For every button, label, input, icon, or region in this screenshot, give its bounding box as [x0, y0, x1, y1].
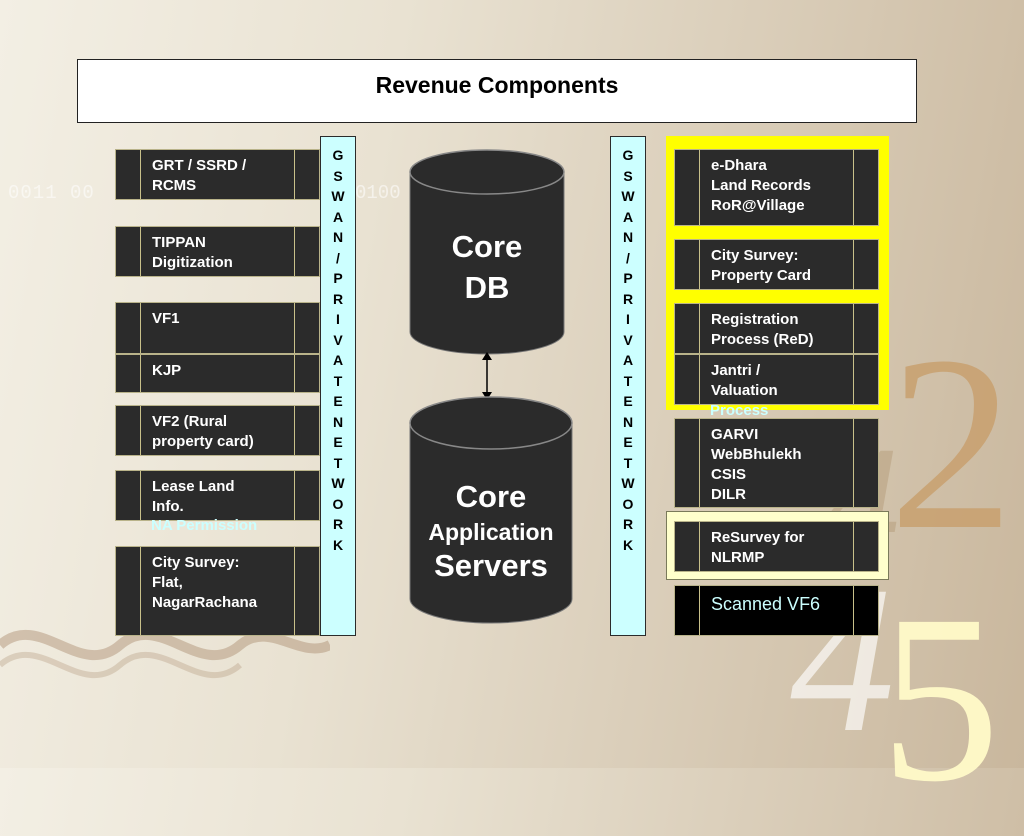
network-letter: K [622, 536, 634, 553]
background-numeral-2: 2 [889, 305, 1014, 582]
component-city-survey-property-card: City Survey: Property Card [674, 239, 879, 290]
network-letter: V [333, 331, 343, 348]
network-letter: P [333, 270, 343, 286]
component-label: VF1 [152, 310, 180, 327]
network-letter: G [332, 147, 344, 163]
core-db-label: Core DB [451, 229, 523, 305]
network-letter: G [622, 147, 634, 163]
network-letter: T [623, 372, 633, 389]
title-box: Revenue Components [77, 59, 917, 123]
component-e-dhara: e-Dhara Land Records RoR@Village [674, 149, 879, 226]
network-letter: W [331, 475, 345, 491]
component-resurvey-nlrmp: ReSurvey for NLRMP [674, 521, 879, 572]
component-vf1: VF1 [115, 302, 320, 354]
component-label: City Survey: Property Card [711, 247, 812, 284]
network-letter: N [332, 229, 344, 245]
network-letter: A [332, 208, 344, 225]
network-letter: E [333, 393, 343, 409]
component-lease-land-overflow-text: NA Permission [151, 517, 258, 534]
network-letter: T [623, 454, 633, 471]
diagram-title: Revenue Components [375, 71, 619, 98]
component-label: e-Dhara Land Records RoR@Village [711, 157, 812, 214]
network-letter: O [332, 495, 344, 512]
component-label: VF2 (Rural property card) [152, 413, 254, 450]
network-letter: R [332, 290, 344, 307]
network-letter: / [336, 249, 340, 266]
component-label: Jantri / Valuation [711, 362, 778, 399]
component-label: Scanned VF6 [711, 594, 821, 614]
network-letter: W [621, 475, 635, 491]
network-letter: P [623, 270, 633, 286]
network-letter: V [623, 331, 633, 348]
network-letter: / [626, 249, 630, 266]
network-letter: R [622, 290, 634, 307]
network-letter: I [626, 311, 630, 327]
network-letter: A [622, 208, 634, 225]
network-letter: E [333, 434, 343, 450]
db-app-connector-arrow [482, 352, 492, 400]
network-letter: W [331, 188, 345, 204]
network-letter: R [622, 516, 634, 532]
component-label: GARVI WebBhulekh CSIS DILR [711, 426, 802, 503]
network-letter: S [623, 167, 633, 184]
component-label: TIPPAN Digitization [152, 234, 233, 271]
network-letter: N [622, 229, 634, 245]
component-label: Registration Process (ReD) [711, 311, 814, 348]
network-letter: A [332, 352, 344, 368]
network-letter: A [622, 352, 634, 368]
component-jantri-valuation: Jantri / Valuation [674, 354, 879, 405]
background-binary-text-2: 0100 [355, 182, 401, 204]
component-lease-land: Lease Land Info. [115, 470, 320, 521]
network-letter: S [333, 167, 343, 184]
component-city-survey-flat: City Survey: Flat, NagarRachana [115, 546, 320, 636]
component-jantri-overflow-text: Process [710, 402, 769, 419]
network-letter: I [336, 311, 340, 327]
network-letter: W [621, 188, 635, 204]
component-label: ReSurvey for NLRMP [711, 529, 805, 566]
background-numeral-5: 5 [880, 565, 1000, 831]
component-scanned-vf6: Scanned VF6 [674, 585, 879, 636]
component-kjp: KJP [115, 354, 320, 393]
background-numeral-4: 4 [790, 544, 895, 776]
core-app-servers-label: Core Application Servers [428, 479, 554, 583]
component-label: GRT / SSRD / RCMS [152, 157, 247, 194]
network-letter: E [623, 393, 633, 409]
component-label: KJP [152, 362, 182, 379]
component-label: Lease Land Info. [152, 478, 235, 515]
network-letter: E [623, 434, 633, 450]
component-registration-process: Registration Process (ReD) [674, 303, 879, 354]
network-letter: T [333, 372, 343, 389]
component-garvi: GARVI WebBhulekh CSIS DILR [674, 418, 879, 508]
network-letter: N [332, 413, 344, 430]
network-letter: K [332, 536, 344, 553]
component-vf2: VF2 (Rural property card) [115, 405, 320, 456]
background-binary-text: 0011 00 [8, 182, 95, 204]
component-grt-ssrd-rcms: GRT / SSRD / RCMS [115, 149, 320, 200]
core-db-cylinder [409, 149, 565, 355]
network-letter: O [622, 495, 634, 512]
core-app-servers-cylinder [409, 396, 573, 624]
network-letter: N [622, 413, 634, 430]
component-tippan: TIPPAN Digitization [115, 226, 320, 277]
component-label: City Survey: Flat, NagarRachana [152, 554, 258, 611]
network-letter: R [332, 516, 344, 532]
network-letter: T [333, 454, 343, 471]
